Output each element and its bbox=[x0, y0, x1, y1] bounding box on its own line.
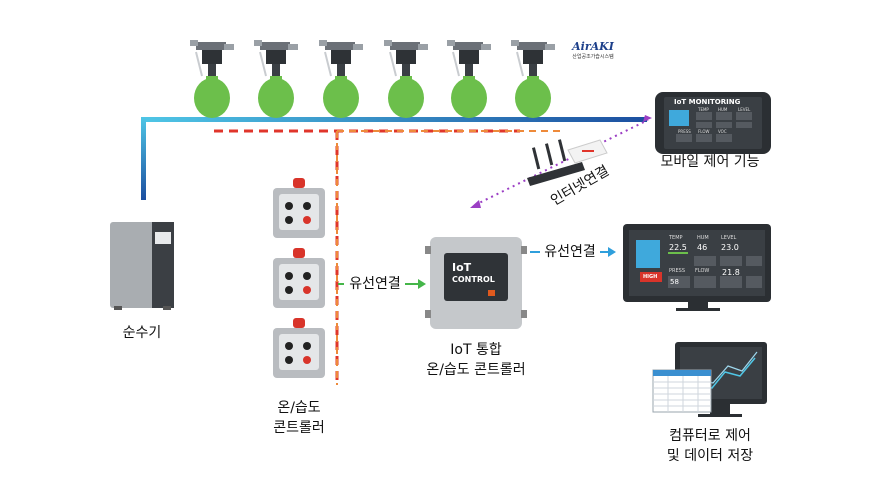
phone-row2-press: PRESS bbox=[678, 129, 691, 134]
iot-label-line1: IoT 통합 bbox=[450, 342, 502, 358]
monitor-val-hum: 46 bbox=[697, 243, 708, 252]
computer-illustration bbox=[652, 342, 767, 417]
mobile-label: 모바일 제어 기능 bbox=[660, 154, 760, 170]
th-controller-label-line1: 온/습도 bbox=[277, 400, 321, 416]
phone-col-hum: HUM bbox=[718, 107, 728, 112]
monitor-col-hum: HUM bbox=[697, 235, 709, 241]
phone-row2-flow: FLOW bbox=[698, 129, 710, 134]
monitor-val-level: 23.0 bbox=[721, 243, 739, 252]
phone-col-level: LEVEL bbox=[738, 107, 751, 112]
airaki-logo: AirAKI 산업공조가습시스템 bbox=[568, 40, 618, 60]
phone-row2-voc: VOC bbox=[718, 129, 727, 134]
pc-label-line2: 및 데이터 저장 bbox=[666, 448, 754, 464]
nozzle-unit-5 bbox=[447, 40, 491, 118]
wired-label-right: 유선연결 bbox=[544, 244, 596, 260]
nozzle-unit-4 bbox=[384, 40, 428, 118]
pc-label-line1: 컴퓨터로 제어 bbox=[669, 428, 751, 444]
water-purifier-illustration bbox=[110, 222, 174, 310]
blue-arrow-head bbox=[608, 247, 616, 257]
purifier-label: 순수기 bbox=[122, 325, 162, 341]
monitor-alert-badge: HIGH bbox=[643, 274, 658, 280]
humidifier-nozzles bbox=[190, 40, 555, 118]
phone-title: IoT MONITORING bbox=[674, 98, 741, 106]
router-illustration bbox=[527, 139, 608, 186]
th-controller-2 bbox=[273, 248, 325, 308]
monitor-row2-press-value: 58 bbox=[670, 278, 679, 286]
th-controller-1 bbox=[273, 178, 325, 238]
th-controller-label-line2: 콘트롤러 bbox=[273, 420, 325, 436]
water-pipe-vertical bbox=[141, 117, 146, 200]
monitor-col-temp: TEMP bbox=[669, 235, 683, 241]
internet-arrow-right bbox=[643, 115, 652, 122]
iot-label-line2: 온/습도 콘트롤러 bbox=[426, 362, 526, 378]
monitor-col-level: LEVEL bbox=[721, 235, 737, 241]
iot-box-line1: IoT bbox=[452, 261, 472, 274]
th-controller-boxes bbox=[273, 178, 325, 378]
nozzle-unit-2 bbox=[254, 40, 298, 118]
internet-dotted-line bbox=[474, 119, 649, 206]
nozzle-unit-1 bbox=[190, 40, 234, 118]
iot-box-text: IoT CONTROL bbox=[452, 262, 495, 286]
logo-sub-text: 산업공조가습시스템 bbox=[572, 54, 614, 60]
wired-label-left: 유선연결 bbox=[349, 276, 401, 292]
th-controller-3 bbox=[273, 318, 325, 378]
green-arrow-head bbox=[418, 279, 426, 289]
iot-control-box bbox=[425, 237, 527, 329]
monitor-val-temp: 22.5 bbox=[669, 243, 687, 252]
phone-illustration bbox=[655, 92, 771, 154]
monitor-row2-press: PRESS bbox=[669, 268, 685, 274]
monitor-row2-flow: FLOW bbox=[695, 268, 710, 274]
nozzle-unit-3 bbox=[319, 40, 363, 118]
water-pipe-horizontal bbox=[141, 117, 647, 122]
internet-arrow-left bbox=[470, 200, 481, 208]
iot-box-line2: CONTROL bbox=[452, 275, 495, 284]
phone-col-temp: TEMP bbox=[698, 107, 709, 112]
logo-main-text: AirAKI bbox=[572, 40, 614, 53]
monitor-row2-flow-value: 21.8 bbox=[722, 268, 740, 277]
monitor-illustration bbox=[623, 224, 771, 311]
nozzle-unit-6 bbox=[511, 40, 555, 118]
